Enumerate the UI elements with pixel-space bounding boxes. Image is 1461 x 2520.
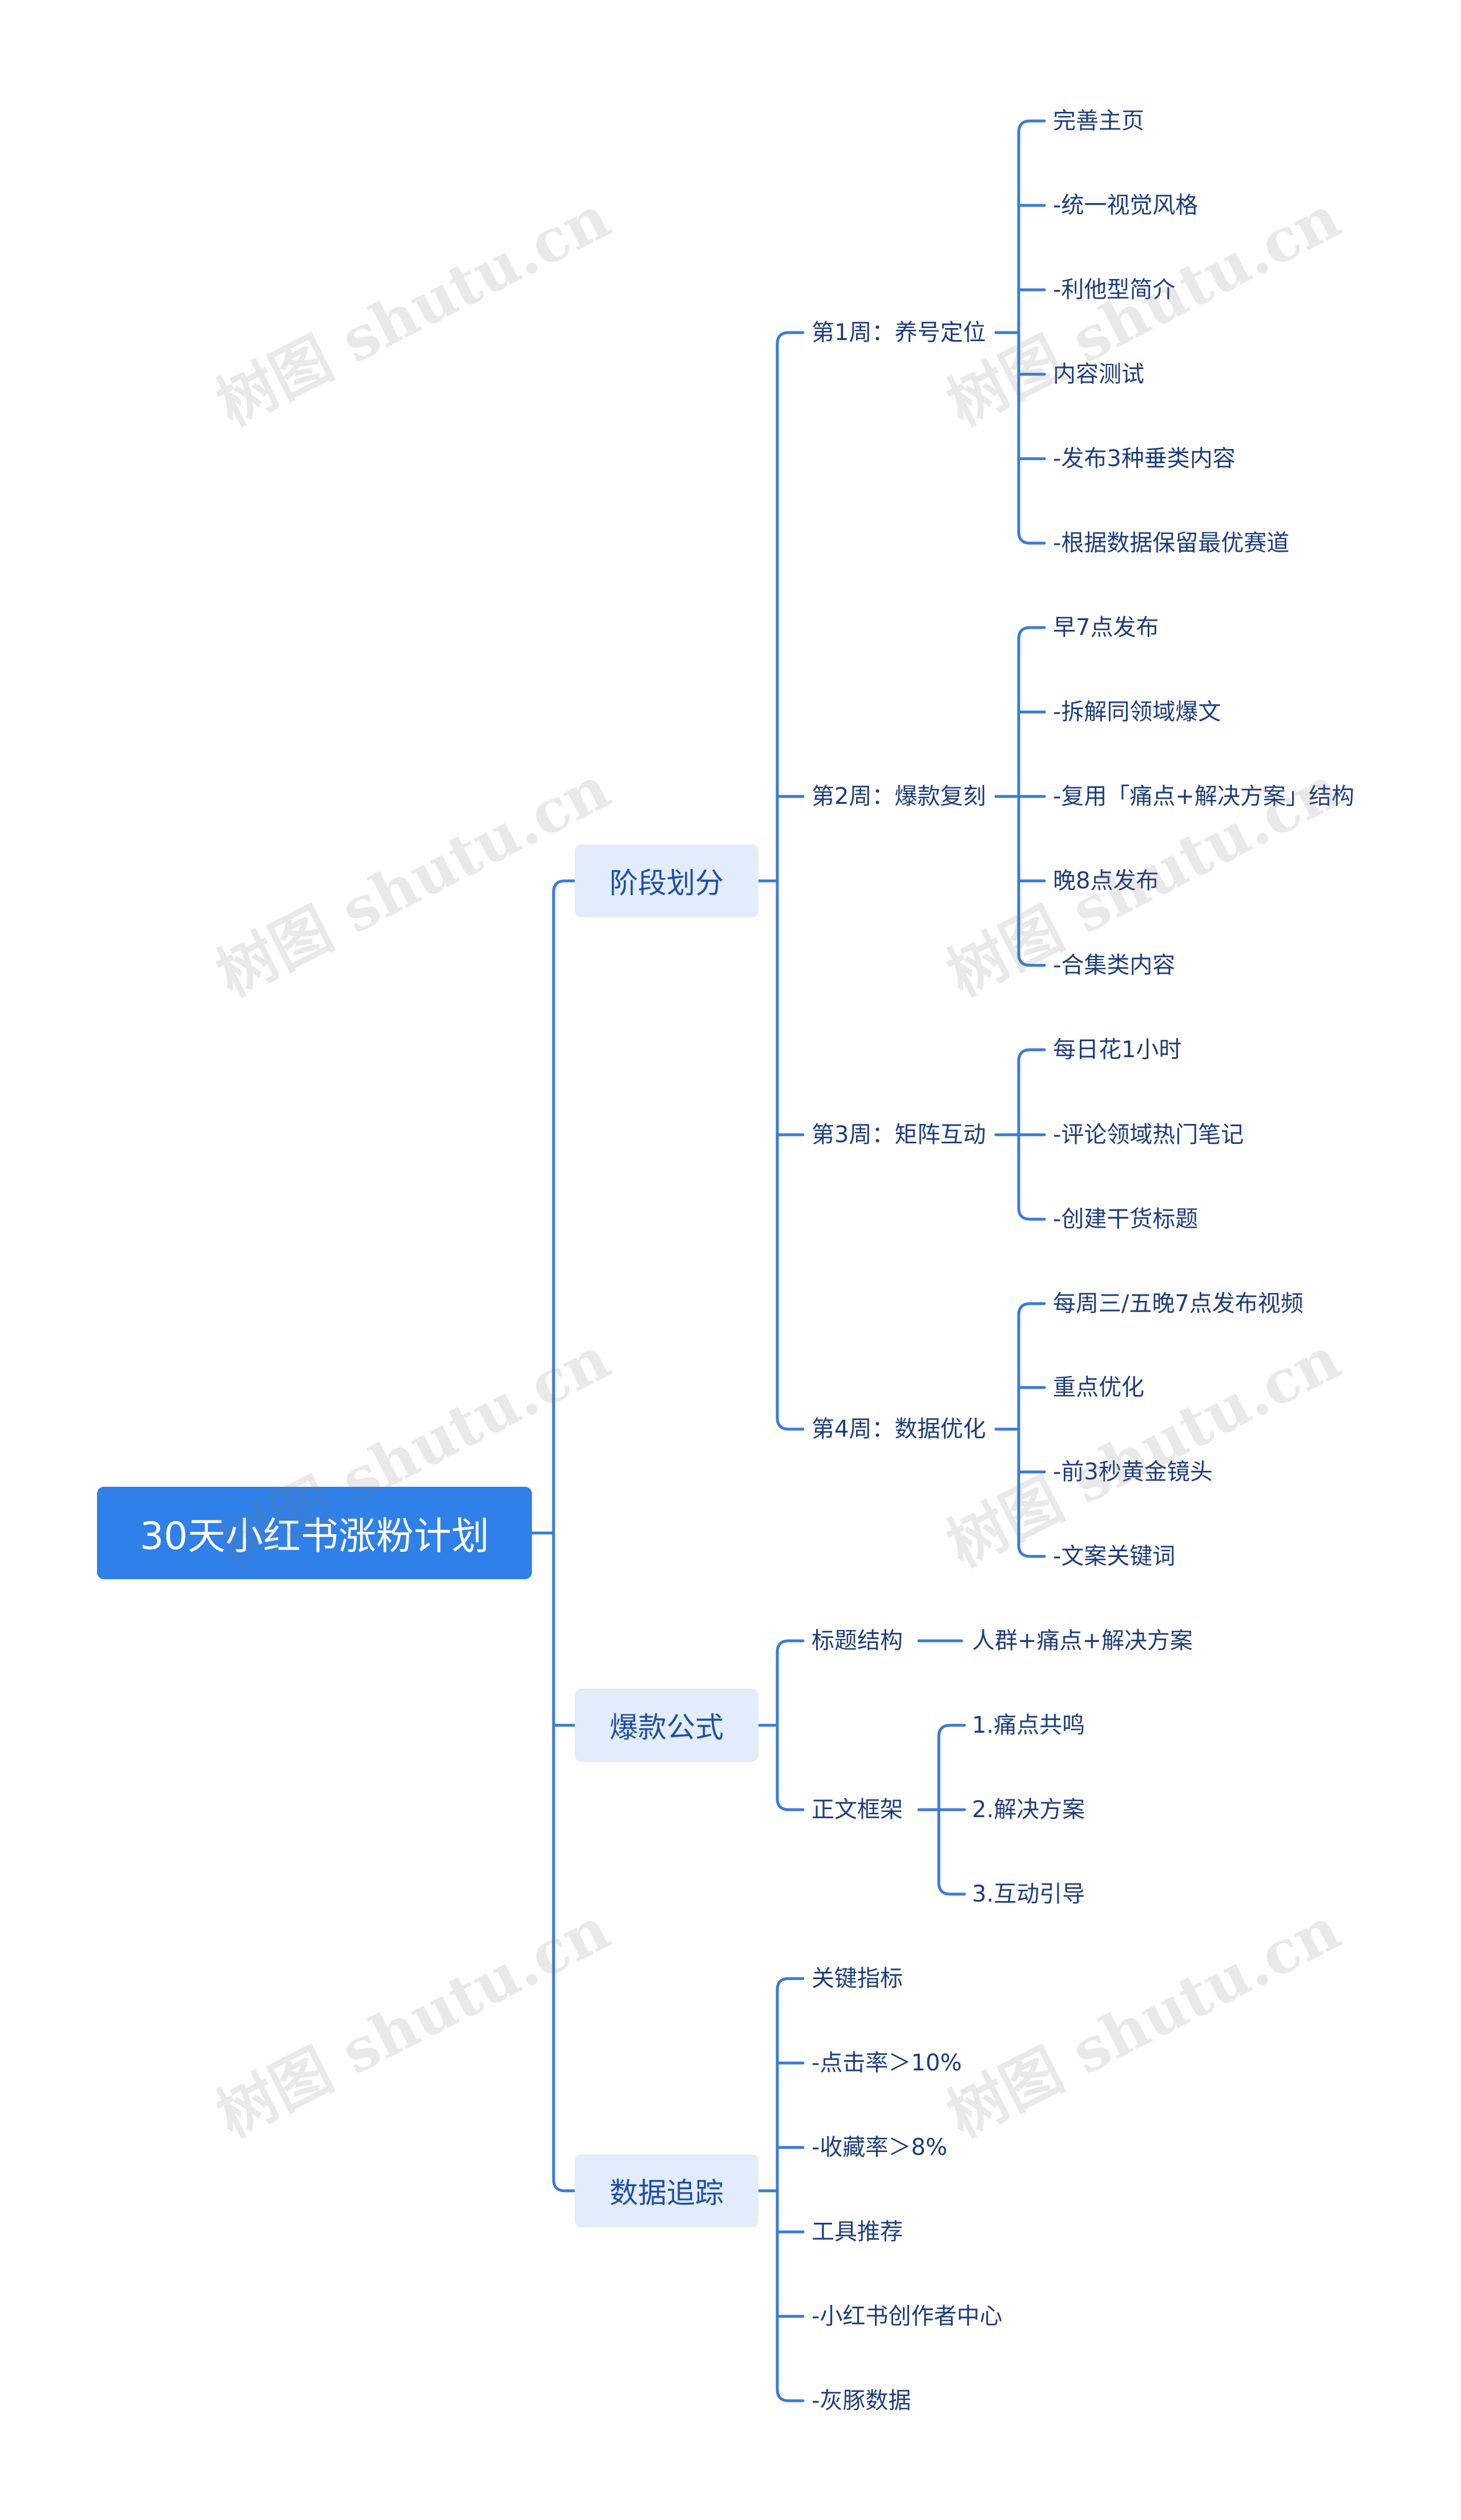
week4-node[interactable]: 第4周：数据优化 bbox=[812, 1416, 986, 1442]
connector-line bbox=[776, 1977, 805, 1992]
connector-line bbox=[1017, 952, 1046, 967]
branch-label: 爆款公式 bbox=[610, 1711, 724, 1744]
branch-node-tracking[interactable]: 数据追踪 bbox=[575, 2154, 758, 2227]
connector-line bbox=[937, 1881, 966, 1896]
root-label: 30天小红书涨粉计划 bbox=[140, 1514, 489, 1558]
leaf-item[interactable]: -文案关键词 bbox=[1053, 1543, 1176, 1570]
leaf-item[interactable]: -创建干货标题 bbox=[1053, 1206, 1198, 1232]
leaf-item[interactable]: -发布3种垂类内容 bbox=[1053, 446, 1236, 472]
connector-line bbox=[1017, 626, 1046, 641]
body-frame-node[interactable]: 正文框架 bbox=[812, 1797, 903, 1823]
connector-line bbox=[776, 331, 805, 346]
week2-node[interactable]: 第2周：爆款复刻 bbox=[812, 783, 986, 810]
leaf-item[interactable]: -合集类内容 bbox=[1053, 952, 1176, 978]
week3-node[interactable]: 第3周：矩阵互动 bbox=[812, 1122, 986, 1148]
tracking-item[interactable]: -收藏率＞8% bbox=[812, 2134, 947, 2161]
connector-line bbox=[1017, 1206, 1046, 1221]
tracking-item[interactable]: -小红书创作者中心 bbox=[812, 2303, 1003, 2329]
leaf-item[interactable]: 每周三/五晚7点发布视频 bbox=[1053, 1291, 1303, 1317]
connector-line bbox=[776, 1797, 805, 1811]
tracking-item[interactable]: 关键指标 bbox=[812, 1965, 903, 1992]
leaf-item[interactable]: -前3秒黄金镜头 bbox=[1053, 1459, 1213, 1485]
connector-line bbox=[776, 1416, 805, 1431]
connector-line bbox=[552, 879, 576, 894]
title-structure-node[interactable]: 标题结构 bbox=[812, 1628, 903, 1654]
connector-line bbox=[1017, 1048, 1046, 1063]
leaf-item[interactable]: -拆解同领域爆文 bbox=[1053, 699, 1221, 725]
leaf-item[interactable]: -评论领域热门笔记 bbox=[1053, 1122, 1244, 1148]
tracking-item[interactable]: 工具推荐 bbox=[812, 2219, 903, 2245]
branch-label: 阶段划分 bbox=[610, 867, 724, 900]
leaf-item[interactable]: 3.互动引导 bbox=[972, 1881, 1085, 1907]
tracking-item[interactable]: -点击率＞10% bbox=[812, 2050, 962, 2076]
leaf-item[interactable]: 1.痛点共鸣 bbox=[972, 1712, 1085, 1738]
connector-line bbox=[1017, 119, 1046, 134]
tracking-item[interactable]: -灰豚数据 bbox=[812, 2388, 911, 2414]
leaf-item[interactable]: 人群+痛点+解决方案 bbox=[972, 1628, 1193, 1654]
branch-node-formula[interactable]: 爆款公式 bbox=[575, 1689, 758, 1762]
connector-line bbox=[1017, 1302, 1046, 1317]
leaf-item[interactable]: -根据数据保留最优赛道 bbox=[1053, 530, 1290, 556]
branch-node-stage[interactable]: 阶段划分 bbox=[575, 844, 758, 917]
leaf-item[interactable]: -利他型简介 bbox=[1053, 277, 1176, 303]
root-node[interactable]: 30天小红书涨粉计划 bbox=[97, 1487, 532, 1579]
connector-line bbox=[1017, 530, 1046, 545]
week1-node[interactable]: 第1周：养号定位 bbox=[812, 319, 986, 346]
leaf-item[interactable]: 晚8点发布 bbox=[1053, 868, 1159, 894]
leaf-item[interactable]: 完善主页 bbox=[1053, 108, 1144, 134]
leaf-item[interactable]: 每日花1小时 bbox=[1053, 1037, 1182, 1063]
leaf-item[interactable]: 早7点发布 bbox=[1053, 614, 1159, 641]
branch-label: 数据追踪 bbox=[610, 2177, 724, 2210]
leaf-item[interactable]: 2.解决方案 bbox=[972, 1797, 1085, 1823]
leaf-item[interactable]: -统一视觉风格 bbox=[1053, 192, 1198, 219]
connector-line bbox=[937, 1724, 966, 1738]
connector-line bbox=[776, 1639, 805, 1654]
connector-line bbox=[1017, 1543, 1046, 1558]
leaf-item[interactable]: 重点优化 bbox=[1053, 1374, 1144, 1401]
leaf-item[interactable]: -复用「痛点+解决方案」结构 bbox=[1053, 783, 1354, 810]
connector-line bbox=[552, 2178, 576, 2193]
connector-line bbox=[776, 2388, 805, 2402]
leaf-item[interactable]: 内容测试 bbox=[1053, 361, 1144, 387]
